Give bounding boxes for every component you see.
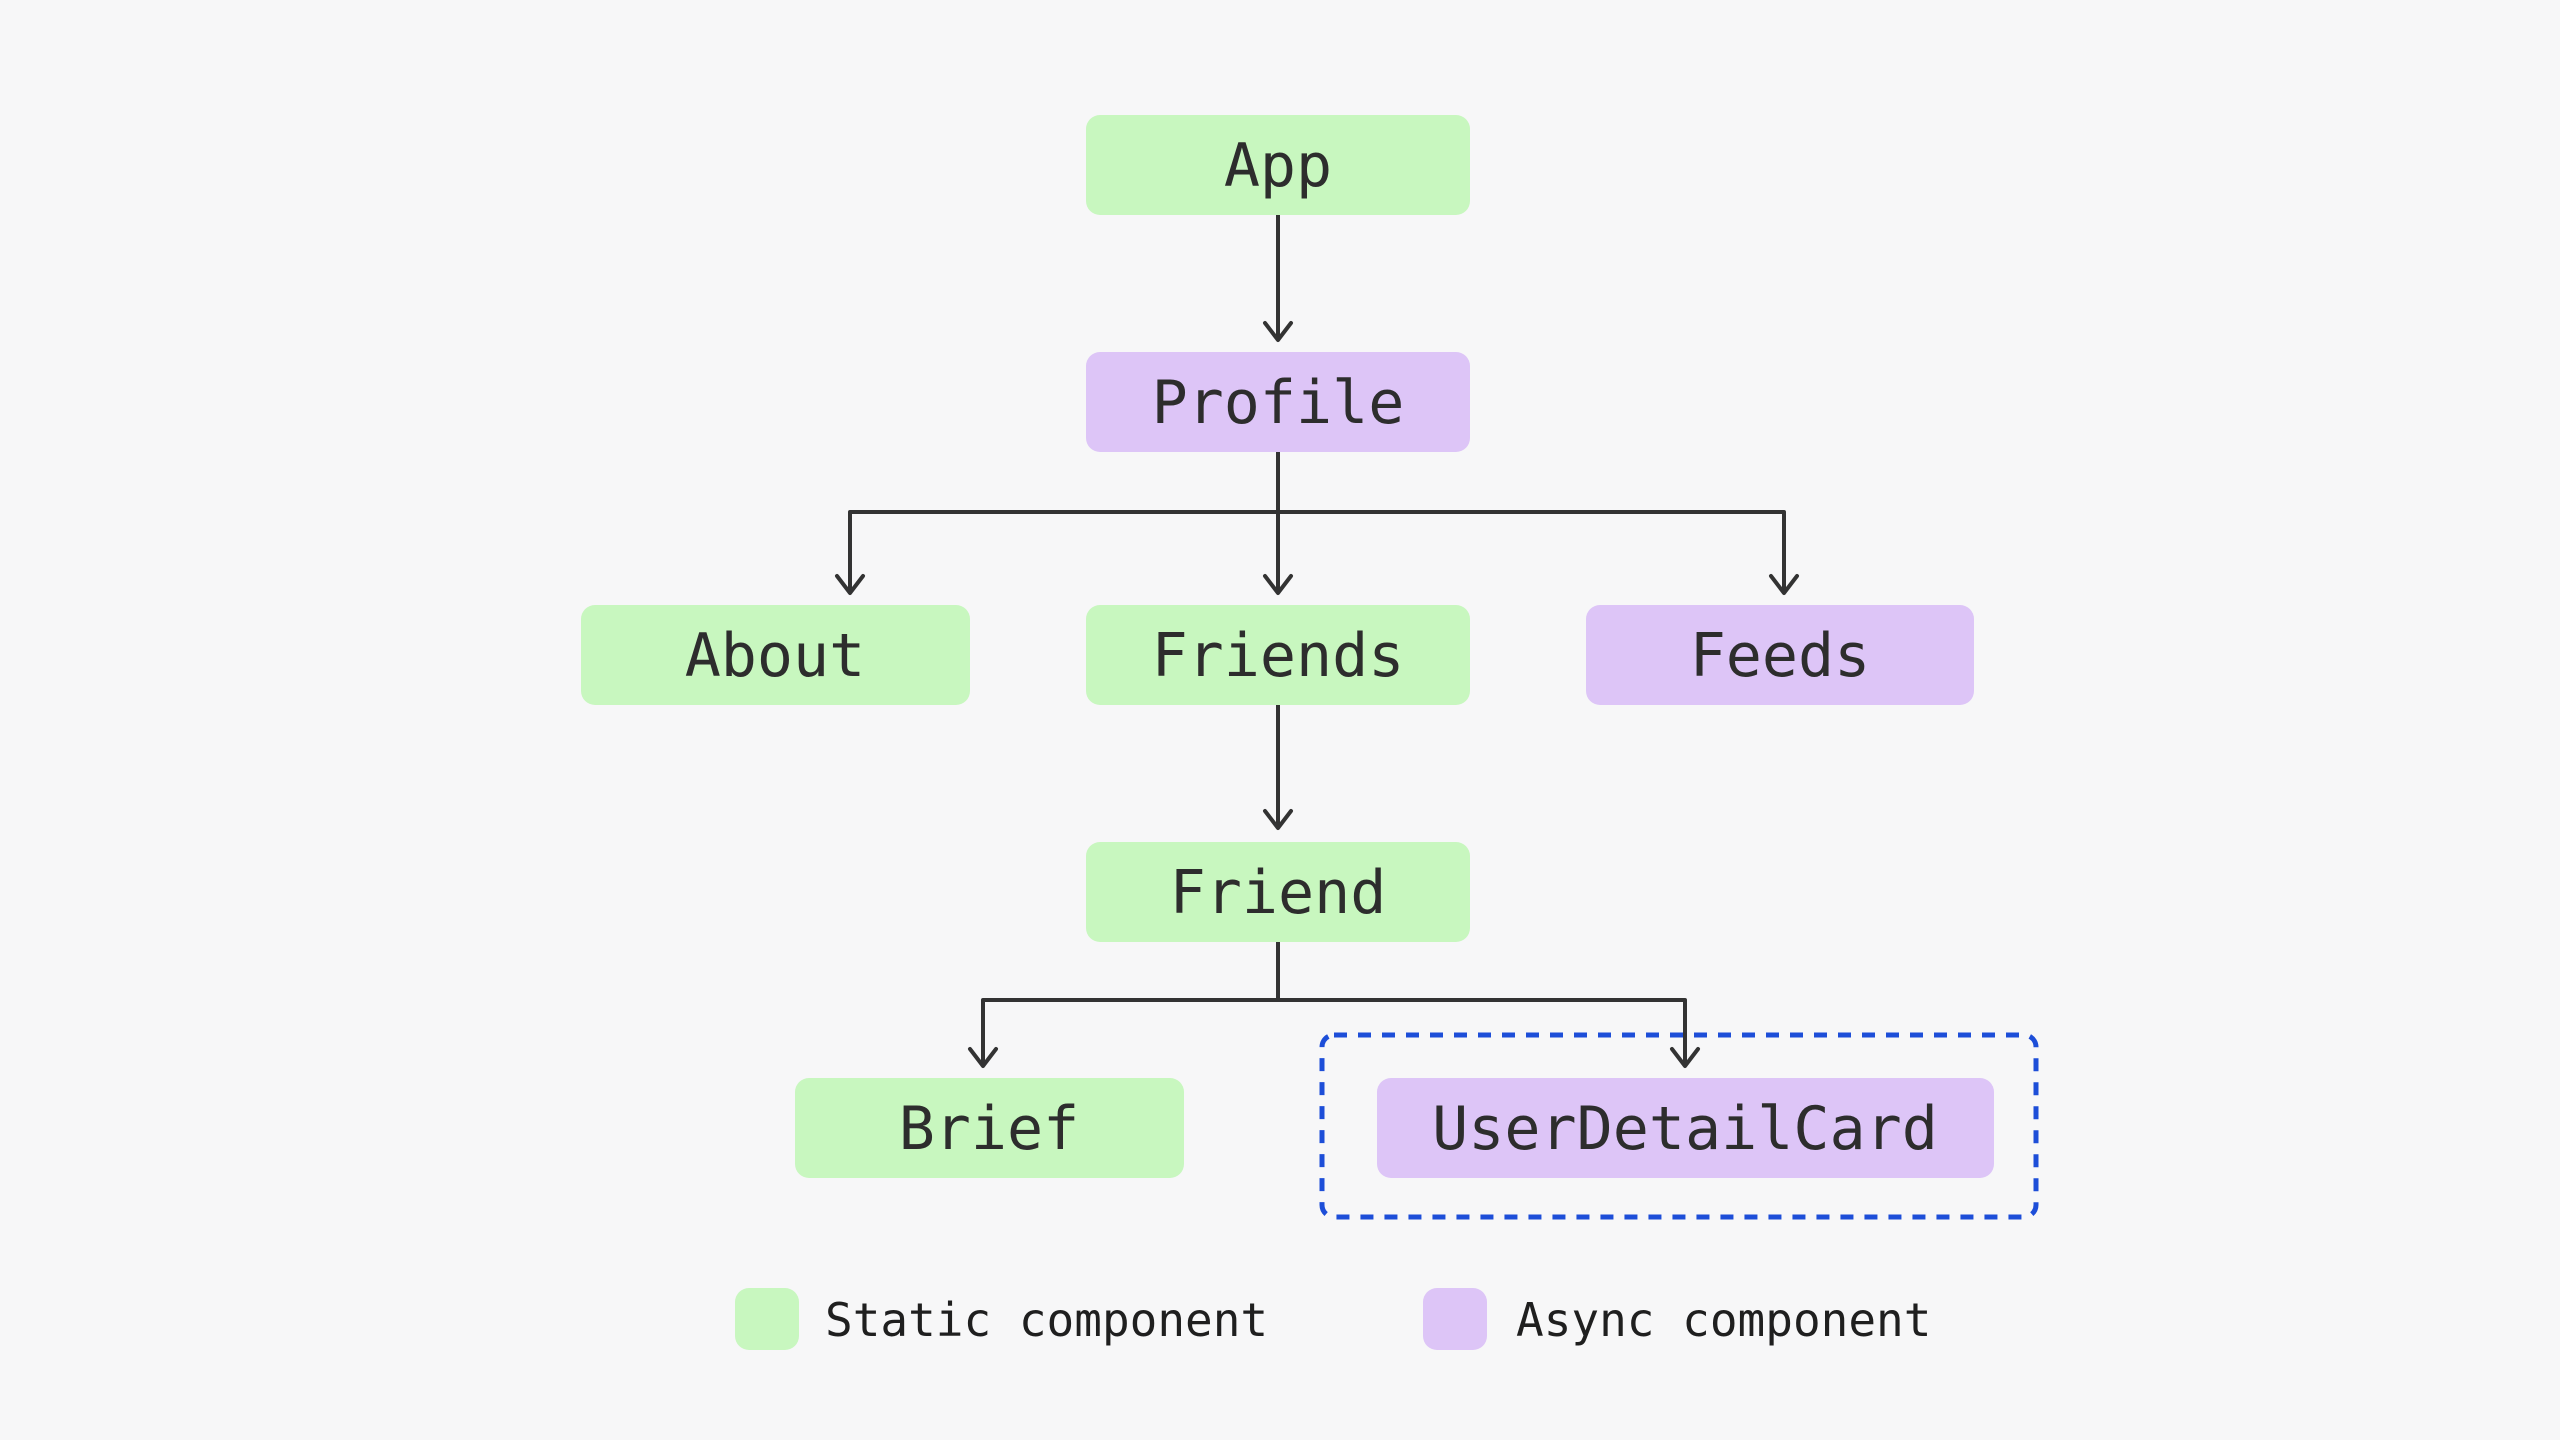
legend-item-async: Async component (1423, 1288, 1931, 1350)
node-friends-label: Friends (1152, 621, 1405, 691)
node-friends: Friends (1086, 605, 1470, 705)
node-profile-label: Profile (1152, 368, 1405, 438)
node-app-label: App (1224, 131, 1332, 201)
node-friend-box (1086, 842, 1470, 942)
edge-friend-children (968, 940, 1700, 1068)
node-profile-box (1086, 352, 1470, 452)
node-friend: Friend (1086, 842, 1470, 942)
node-app-box (1086, 115, 1470, 215)
node-app: App (1086, 115, 1470, 215)
node-brief: Brief (795, 1078, 1184, 1178)
node-friends-box (1086, 605, 1470, 705)
node-user-detail-card: UserDetailCard (1377, 1078, 1994, 1178)
node-user-detail-card-label: UserDetailCard (1432, 1094, 1938, 1164)
legend-swatch-static (735, 1288, 799, 1350)
legend: Static component Async component (735, 1288, 1931, 1350)
legend-swatch-async (1423, 1288, 1487, 1350)
node-profile: Profile (1086, 352, 1470, 452)
node-brief-label: Brief (899, 1094, 1080, 1164)
edge-app-profile (1263, 213, 1293, 342)
edge-line (981, 940, 1687, 1066)
node-feeds-box (1586, 605, 1974, 705)
async-highlight-outline (1319, 1032, 2039, 1220)
arrowhead-icon (968, 1047, 998, 1068)
arrowhead-icon (1670, 1047, 1700, 1068)
arrowhead-icon (1263, 321, 1293, 342)
node-friend-label: Friend (1170, 858, 1387, 928)
node-about: About (581, 605, 970, 705)
node-user-detail-card-box (1377, 1078, 1994, 1178)
legend-label-static: Static component (825, 1293, 1268, 1347)
arrowhead-icon (835, 574, 865, 595)
node-feeds-label: Feeds (1690, 621, 1871, 691)
legend-label-async: Async component (1516, 1293, 1931, 1347)
node-about-label: About (685, 621, 866, 691)
node-brief-box (795, 1078, 1184, 1178)
edge-profile-children (835, 450, 1799, 595)
node-feeds: Feeds (1586, 605, 1974, 705)
arrowhead-icon (1263, 809, 1293, 830)
edge-line (848, 450, 1786, 593)
edge-friends-friend (1263, 703, 1293, 830)
arrowhead-icon (1263, 574, 1293, 595)
node-about-box (581, 605, 970, 705)
legend-item-static: Static component (735, 1288, 1268, 1350)
arrowhead-icon (1769, 574, 1799, 595)
